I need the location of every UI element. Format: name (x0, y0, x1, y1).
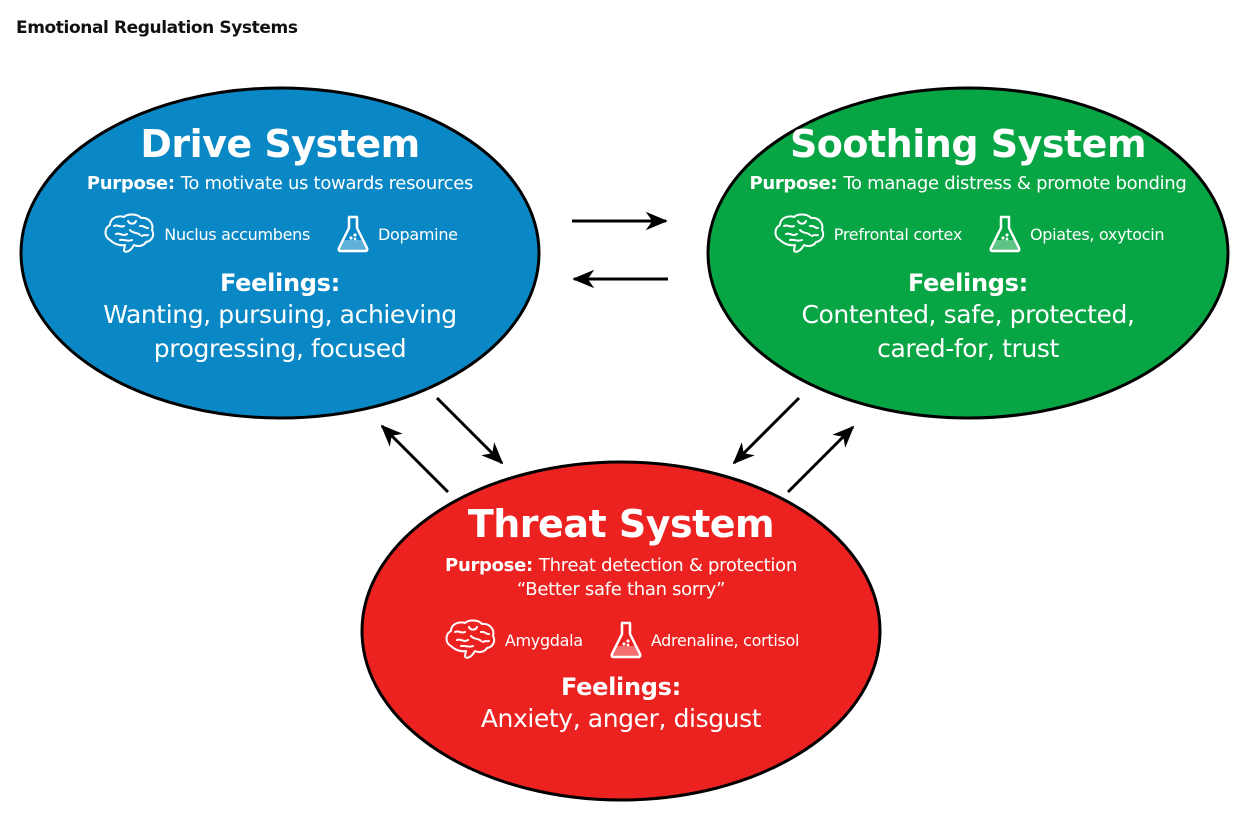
flask-icon (336, 214, 370, 254)
drive-chemical: Dopamine (378, 224, 458, 244)
soothing-purpose-text: To manage distress & promote bonding (843, 173, 1187, 194)
soothing-chemical: Opiates, oxytocin (1030, 224, 1165, 244)
arrow-threat-to-drive (380, 424, 450, 494)
threat-feelings-label: Feelings: (561, 673, 681, 701)
soothing-feelings-line1: Contented, safe, protected, (801, 300, 1135, 329)
flask-icon (609, 620, 643, 660)
drive-feelings-line2: progressing, focused (153, 334, 407, 363)
drive-system-ellipse (19, 86, 541, 420)
threat-brain-region: Amygdala (504, 630, 583, 650)
threat-feelings-line1: Anxiety, anger, disgust (480, 704, 762, 733)
arrow-threat-to-soothing (786, 425, 855, 494)
threat-system-title: Threat System (467, 502, 775, 546)
soothing-system-title: Soothing System (789, 122, 1147, 166)
drive-biology-row: Nuclus accumbens Dopamine (21, 212, 539, 256)
threat-chemical: Adrenaline, cortisol (650, 630, 800, 650)
arrow-drive-to-threat (435, 396, 504, 465)
brain-icon (772, 212, 826, 256)
soothing-brain-region: Prefrontal cortex (833, 224, 963, 244)
soothing-system-ellipse (706, 86, 1230, 420)
threat-purpose-quote: “Better safe than sorry” (516, 579, 726, 600)
drive-brain-region: Nuclus accumbens (164, 224, 311, 244)
soothing-purpose: Purpose:To manage distress & promote bon… (708, 172, 1228, 196)
threat-system: Threat System Purpose:Threat detection &… (362, 502, 880, 736)
brain-icon (102, 212, 156, 256)
drive-feelings-label: Feelings: (220, 269, 340, 297)
soothing-purpose-label: Purpose: (749, 173, 838, 194)
diagram-title: Emotional Regulation Systems (16, 18, 298, 38)
soothing-biology-row: Prefrontal cortex Opiates, oxytocin (708, 212, 1228, 256)
drive-system-title: Drive System (140, 122, 420, 166)
drive-purpose-label: Purpose: (86, 173, 175, 194)
threat-purpose: Purpose:Threat detection & protection (362, 554, 880, 578)
threat-purpose-text: Threat detection & protection (538, 555, 797, 576)
soothing-feelings-line2: cared-for, trust (877, 334, 1059, 363)
threat-biology-row: Amygdala Adrenaline, cortisol (362, 618, 880, 662)
arrow-soothing-to-threat (732, 396, 801, 465)
brain-icon (443, 618, 497, 662)
flask-icon (988, 214, 1022, 254)
drive-purpose-text: To motivate us towards resources (180, 173, 474, 194)
soothing-system: Soothing System Purpose:To manage distre… (708, 122, 1228, 366)
soothing-feelings-label: Feelings: (908, 269, 1028, 297)
threat-purpose-label: Purpose: (445, 555, 533, 576)
drive-system: Drive System Purpose:To motivate us towa… (21, 122, 539, 366)
drive-purpose: Purpose:To motivate us towards resources (21, 172, 539, 196)
drive-feelings-line1: Wanting, pursuing, achieving (103, 300, 457, 329)
